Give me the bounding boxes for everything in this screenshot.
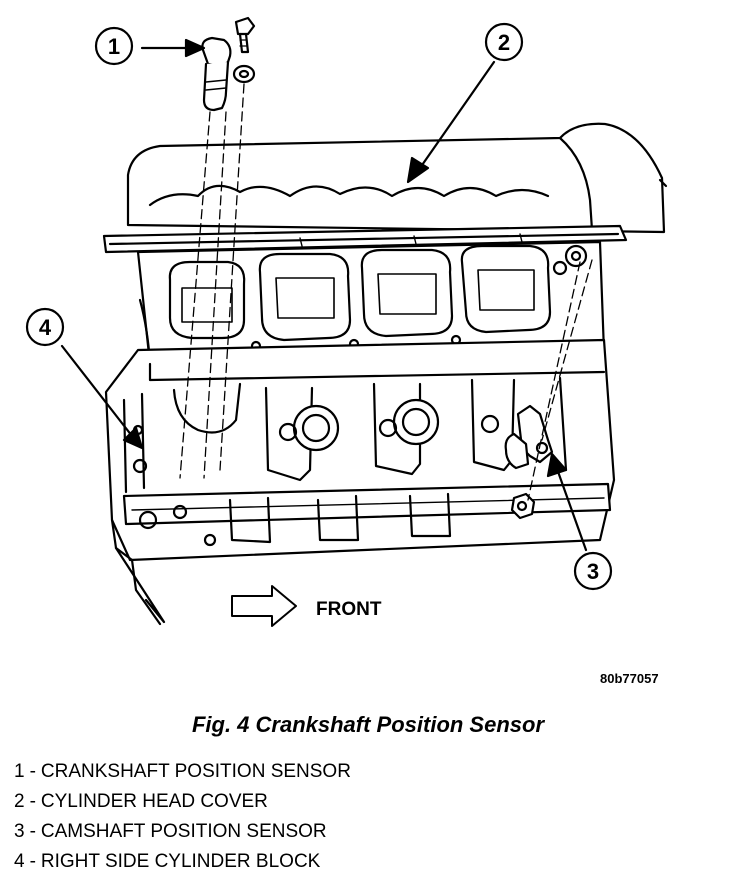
callout-2-number: 2 — [498, 30, 510, 55]
cylinder-head-drawing — [136, 240, 606, 366]
engine-diagram: 1 2 3 4 FRONT 80b77057 — [25, 16, 668, 686]
legend-item: 2-CYLINDER HEAD COVER — [14, 787, 351, 817]
crankshaft-sensor-drawing — [201, 16, 256, 112]
cylinder-block-drawing — [104, 338, 616, 626]
figure-caption: Fig. 4 Crankshaft Position Sensor — [191, 712, 545, 737]
callout-4-number: 4 — [39, 315, 52, 340]
legend-label: RIGHT SIDE CYLINDER BLOCK — [40, 851, 321, 872]
legend-separator: - — [29, 791, 36, 812]
legend-label: CAMSHAFT POSITION SENSOR — [40, 821, 327, 842]
legend-separator: - — [29, 851, 36, 872]
callout-3-marker — [546, 452, 613, 591]
legend-label: CRANKSHAFT POSITION SENSOR — [40, 761, 351, 782]
callout-3-number: 3 — [587, 559, 599, 584]
callout-4-marker — [25, 307, 144, 450]
front-direction-arrow — [231, 585, 297, 627]
legend-item: 3-CAMSHAFT POSITION SENSOR — [14, 817, 351, 847]
callout-1-number: 1 — [108, 34, 120, 59]
callout-2-marker — [406, 22, 524, 184]
legend-number: 4 — [14, 851, 25, 872]
legend-number: 2 — [14, 791, 25, 812]
callout-legend: 1-CRANKSHAFT POSITION SENSOR 2-CYLINDER … — [14, 757, 351, 874]
legend-label: CYLINDER HEAD COVER — [40, 791, 268, 812]
legend-item: 4-RIGHT SIDE CYLINDER BLOCK — [14, 847, 351, 874]
legend-separator: - — [29, 821, 36, 842]
cylinder-head-cover-drawing — [126, 122, 668, 234]
front-label: FRONT — [316, 599, 382, 620]
callout-1-marker — [94, 26, 206, 66]
installation-guide-lines — [179, 83, 593, 501]
legend-number: 1 — [14, 761, 25, 782]
legend-item: 1-CRANKSHAFT POSITION SENSOR — [14, 757, 351, 787]
legend-separator: - — [29, 761, 36, 782]
legend-number: 3 — [14, 821, 25, 842]
figure-code: 80b77057 — [600, 671, 659, 686]
